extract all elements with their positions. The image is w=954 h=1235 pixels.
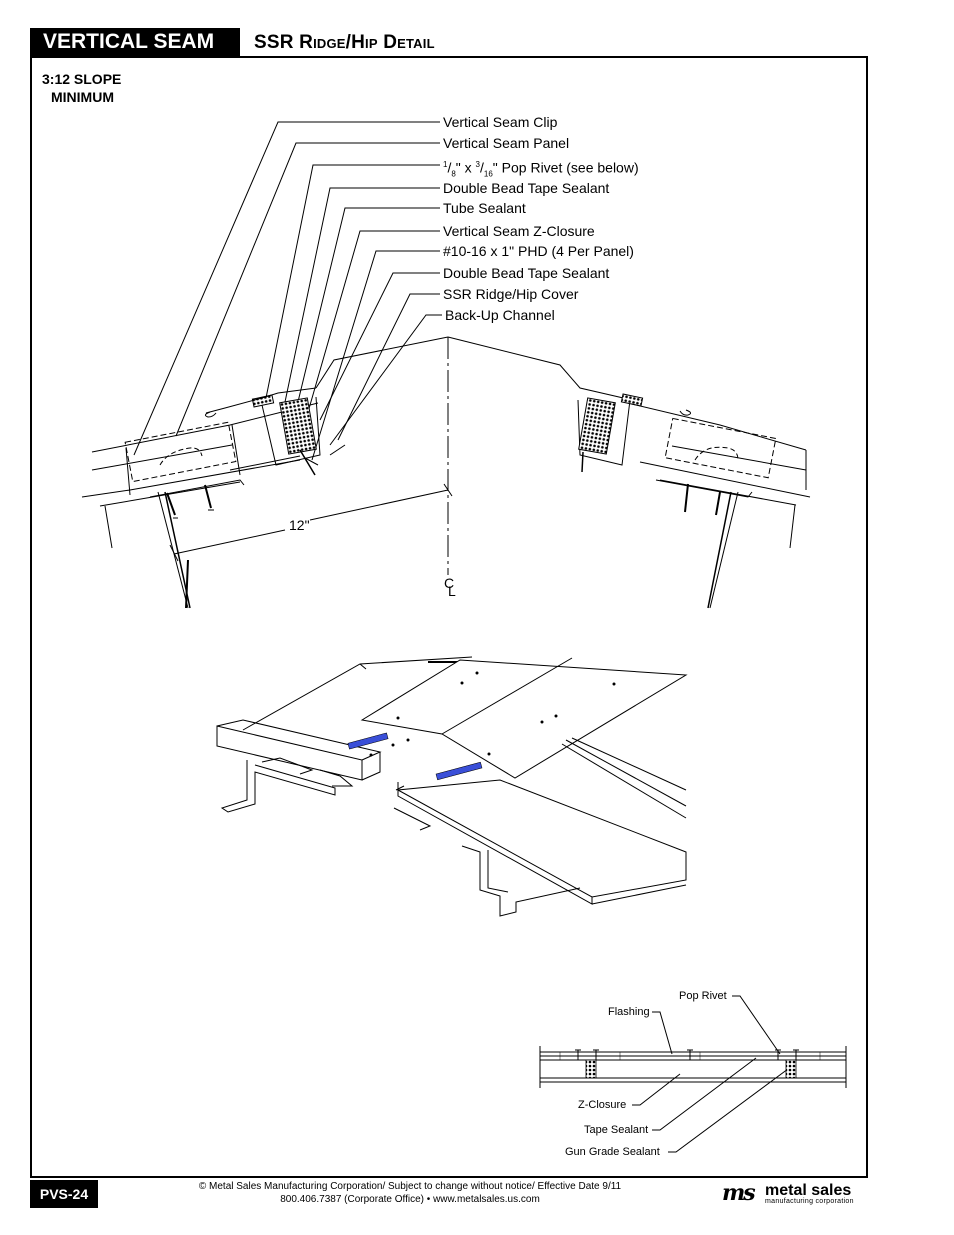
leader-zclosure <box>299 230 440 441</box>
ridge-section-right <box>447 336 811 609</box>
company-logo: ms metal sales manufacturing corporation <box>722 1182 872 1208</box>
rivet-den1: 8 <box>451 169 456 179</box>
slope-note: 3:12 SLOPE MINIMUM <box>42 70 121 106</box>
left-purlin-flange <box>149 479 245 498</box>
left-tape-top <box>251 394 275 408</box>
leader-s-flashing <box>652 1011 673 1055</box>
left-z-closure <box>261 396 321 466</box>
leader-tape-1 <box>284 187 440 403</box>
slope-line-2: MINIMUM <box>51 89 114 105</box>
label-z-closure: Z-Closure <box>578 1099 627 1111</box>
leader-tape-2 <box>319 272 440 421</box>
rivet-den2: 16 <box>483 169 493 179</box>
callout-z-closure: Vertical Seam Z-Closure <box>443 223 595 239</box>
label-pop-rivet: Pop Rivet <box>679 990 727 1002</box>
callout-ridge-cover: SSR Ridge/Hip Cover <box>443 286 579 302</box>
leader-fastener <box>311 250 440 461</box>
leader-rivet <box>265 164 440 399</box>
right-tape-top <box>620 393 644 407</box>
iso-ridge-cover <box>360 659 688 779</box>
footer-line-1: © Metal Sales Manufacturing Corporation/… <box>198 1181 622 1192</box>
leader-lines <box>133 121 442 461</box>
iso-tape-right <box>435 761 483 781</box>
left-cover-flashing <box>204 336 449 476</box>
iso-right-panel <box>571 737 687 791</box>
left-rib-2 <box>231 424 241 476</box>
slope-line-1: 3:12 SLOPE <box>42 71 122 87</box>
leader-tube <box>295 207 440 411</box>
iso-right-purlin <box>461 845 581 917</box>
callout-clip: Vertical Seam Clip <box>443 114 558 130</box>
right-purlin-flange <box>655 479 753 498</box>
product-title: VERTICAL SEAM <box>30 28 240 56</box>
footer-line-2: 800.406.7387 (Corporate Office) • www.me… <box>280 1194 540 1205</box>
label-tape-sealant: Tape Sealant <box>584 1124 649 1136</box>
iso-right-channel <box>396 779 687 898</box>
leader-s-tape <box>652 1057 757 1131</box>
leader-clip <box>133 121 440 456</box>
rivet-num1: 1 <box>443 160 448 169</box>
callout-tape-sealant-1: Double Bead Tape Sealant <box>443 180 610 196</box>
drawing-frame <box>30 56 868 1178</box>
callout-pop-rivet: 1/8" x 3/16" Pop Rivet (see below) <box>443 159 639 179</box>
right-tube-sealant <box>578 397 616 455</box>
iso-left-purlin <box>220 760 336 813</box>
dimension-line <box>169 483 453 562</box>
logo-subtitle: manufacturing corporation <box>765 1198 854 1205</box>
rivet-num2: 3 <box>475 160 480 169</box>
callout-backup-channel: Back-Up Channel <box>445 307 555 323</box>
leader-s-pop-rivet <box>732 995 781 1055</box>
left-panel-bottom <box>91 444 233 471</box>
right-purlin <box>709 491 739 609</box>
left-deck-lower <box>99 481 241 507</box>
iso-left-channel <box>216 725 363 781</box>
label-gun-grade: Gun Grade Sealant <box>565 1146 660 1158</box>
section-closure-right <box>785 1059 797 1079</box>
section-closure-left <box>585 1059 597 1079</box>
right-panel-bottom <box>671 445 807 471</box>
callout-panel: Vertical Seam Panel <box>443 135 570 151</box>
callout-fastener: #10-16 x 1" PHD (4 Per Panel) <box>443 243 634 259</box>
centerline-c: C <box>444 575 455 591</box>
label-flashing: Flashing <box>608 1006 650 1018</box>
left-tube-sealant <box>279 397 317 455</box>
leader-cover <box>337 293 440 441</box>
iso-tape-left <box>347 732 389 750</box>
right-deck-lower <box>659 479 797 506</box>
logo-mark: ms <box>722 1180 756 1206</box>
right-z-closure <box>577 399 631 466</box>
centerline-l: L <box>448 583 456 599</box>
leader-s-gun <box>668 1065 793 1153</box>
right-cover <box>447 336 633 401</box>
leader-s-zclosure <box>632 1073 681 1106</box>
right-panel-top <box>631 403 807 451</box>
leader-panel <box>175 142 440 437</box>
left-rib <box>125 447 131 496</box>
footer-text: © Metal Sales Manufacturing Corporation/… <box>150 1180 670 1206</box>
callout-tape-sealant-2: Double Bead Tape Sealant <box>443 265 610 281</box>
page-id: PVS-24 <box>30 1180 98 1208</box>
dimension-label: 12" <box>289 517 310 533</box>
right-deck <box>639 461 811 498</box>
leader-channel <box>329 314 442 446</box>
rivet-tail: " Pop Rivet (see below) <box>492 159 639 176</box>
callout-tube-sealant: Tube Sealant <box>443 200 526 216</box>
detail-title: SSR Ridge/Hip Detail <box>254 32 435 53</box>
logo-name: metal sales <box>765 1182 852 1199</box>
rivet-mid: " x <box>455 159 476 176</box>
isometric-view <box>216 656 688 917</box>
